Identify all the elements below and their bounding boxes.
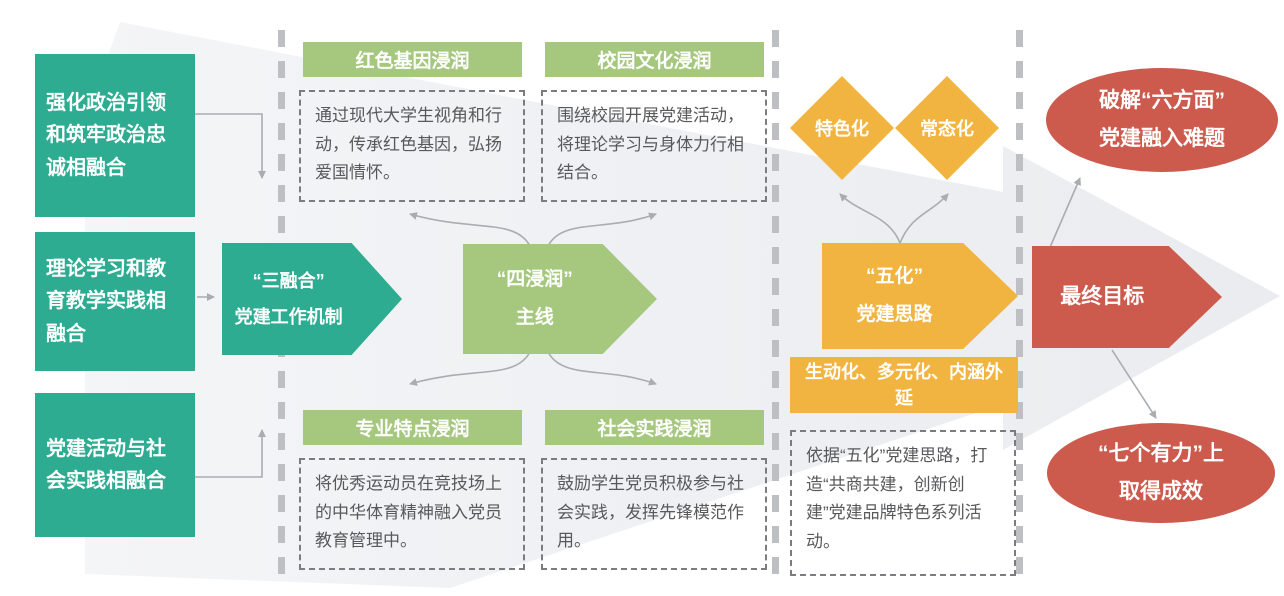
arrow-wuhua-label: “五化” 党建思路 (856, 266, 933, 325)
fusion-box-political-label: 强化政治引领和筑牢政治忠诚相融合 (46, 91, 166, 179)
card-title-professional: 专业特点浸润 (303, 410, 522, 445)
fusion-box-political: 强化政治引领和筑牢政治忠诚相融合 (35, 54, 195, 217)
wuhua-note-text: 依据“五化”党建思路，打造“共商共建，创新创建”党建品牌特色系列活动。 (806, 446, 988, 551)
card-title-campus-culture: 校园文化浸润 (545, 42, 764, 77)
card-body-campus-culture-text: 围绕校园开展党建活动，将理论学习与身体力行相结合。 (557, 106, 744, 183)
background-arrow-shape (85, 22, 1280, 588)
card-body-red-gene-text: 通过现代大学生视角和行动，传承红色基因，弘扬爱国情怀。 (315, 106, 502, 183)
card-body-social-practice-text: 鼓励学生党员积极参与社会实践，发挥先锋模范作用。 (557, 474, 744, 551)
card-title-social-practice-label: 社会实践浸润 (597, 419, 712, 440)
card-body-professional: 将优秀运动员在竞技场上的中华体育精神融入党员教育管理中。 (299, 458, 525, 570)
divider-middle (772, 30, 779, 578)
arrow-sijinrun-label: “四浸润” 主线 (496, 269, 573, 328)
arrow-sanronghe-label: “三融合” 党建工作机制 (234, 271, 343, 327)
badge-diamond-tesehua-label: 特色化 (815, 119, 869, 139)
fusion-box-theory-label: 理论学习和教育教学实践相融合 (46, 257, 166, 345)
outcome-ellipse-bottom-label: “七个有力”上 取得成效 (1098, 442, 1224, 503)
divider-right (1016, 30, 1023, 578)
card-body-red-gene: 通过现代大学生视角和行动，传承红色基因，弘扬爱国情怀。 (299, 90, 525, 202)
outcome-ellipse-top-label: 破解“六方面” 党建融入难题 (1099, 89, 1225, 150)
fusion-box-theory: 理论学习和教育教学实践相融合 (35, 232, 195, 371)
card-body-campus-culture: 围绕校园开展党建活动，将理论学习与身体力行相结合。 (541, 90, 767, 202)
card-title-social-practice: 社会实践浸润 (545, 410, 764, 445)
card-body-social-practice: 鼓励学生党员积极参与社会实践，发挥先锋模范作用。 (541, 458, 767, 570)
card-title-red-gene: 红色基因浸润 (303, 42, 522, 77)
arrow-final-goal-label: 最终目标 (1060, 285, 1145, 308)
wuhua-note-box: 依据“五化”党建思路，打造“共商共建，创新创建”党建品牌特色系列活动。 (790, 430, 1016, 576)
card-title-professional-label: 专业特点浸润 (355, 419, 470, 440)
wuhua-extension-bar-label: 生动化、多元化、内涵外延 (805, 361, 1003, 408)
outcome-ellipse-bottom: “七个有力”上 取得成效 (1047, 423, 1275, 523)
card-title-campus-culture-label: 校园文化浸润 (597, 51, 712, 72)
fusion-box-practice: 党建活动与社会实践相融合 (35, 393, 195, 537)
fusion-box-practice-label: 党建活动与社会实践相融合 (46, 437, 166, 492)
card-body-professional-text: 将优秀运动员在竞技场上的中华体育精神融入党员教育管理中。 (315, 474, 502, 551)
badge-diamond-changtaihua-label: 常态化 (920, 119, 974, 139)
wuhua-extension-bar: 生动化、多元化、内涵外延 (790, 357, 1018, 413)
outcome-ellipse-top: 破解“六方面” 党建融入难题 (1046, 68, 1278, 172)
card-title-red-gene-label: 红色基因浸润 (355, 51, 470, 72)
